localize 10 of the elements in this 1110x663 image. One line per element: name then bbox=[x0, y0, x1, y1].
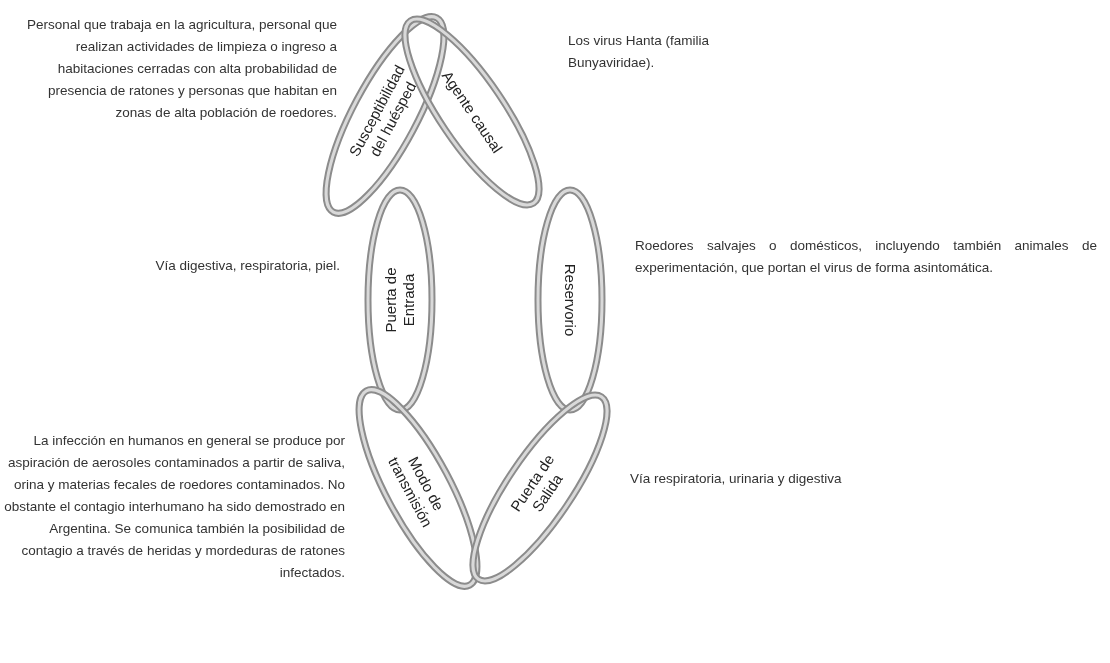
description-text: Los virus Hanta (familia Bunyaviridae). bbox=[568, 32, 711, 72]
description-text: Personal que trabaja en la agricultura, personal que realizan actividades de limpieza o ingreso a habitaciones cerradas con alta probabilidad de presencia de ratones y personas que habitan en zonas de alta población de roedores. bbox=[26, 16, 337, 122]
description-text: Vía respiratoria, urinaria y digestiva bbox=[630, 470, 843, 488]
link-label: Reservorio bbox=[561, 263, 579, 337]
description-text: Vía digestiva, respiratoria, piel. bbox=[154, 257, 340, 275]
description-text: La infección en humanos en general se produce por aspiración de aerosoles contaminados a partir de saliva, orina y materias fecales de roedores contaminados. No obstante el contagio interhumano ha sido demostrado en Argentina. Se comunica también la posibilidad de contagio a través de heridas y mordeduras de ratones infectados. bbox=[3, 432, 345, 582]
chain-link-ellipse bbox=[363, 185, 437, 415]
link-label: Puerta de Entrada bbox=[382, 266, 418, 335]
description-text: Roedores salvajes o domésticos, incluyendo también animales de experimentación, que portan el virus de forma asintomática. bbox=[635, 237, 1097, 277]
chain-link-ellipse bbox=[533, 185, 607, 415]
